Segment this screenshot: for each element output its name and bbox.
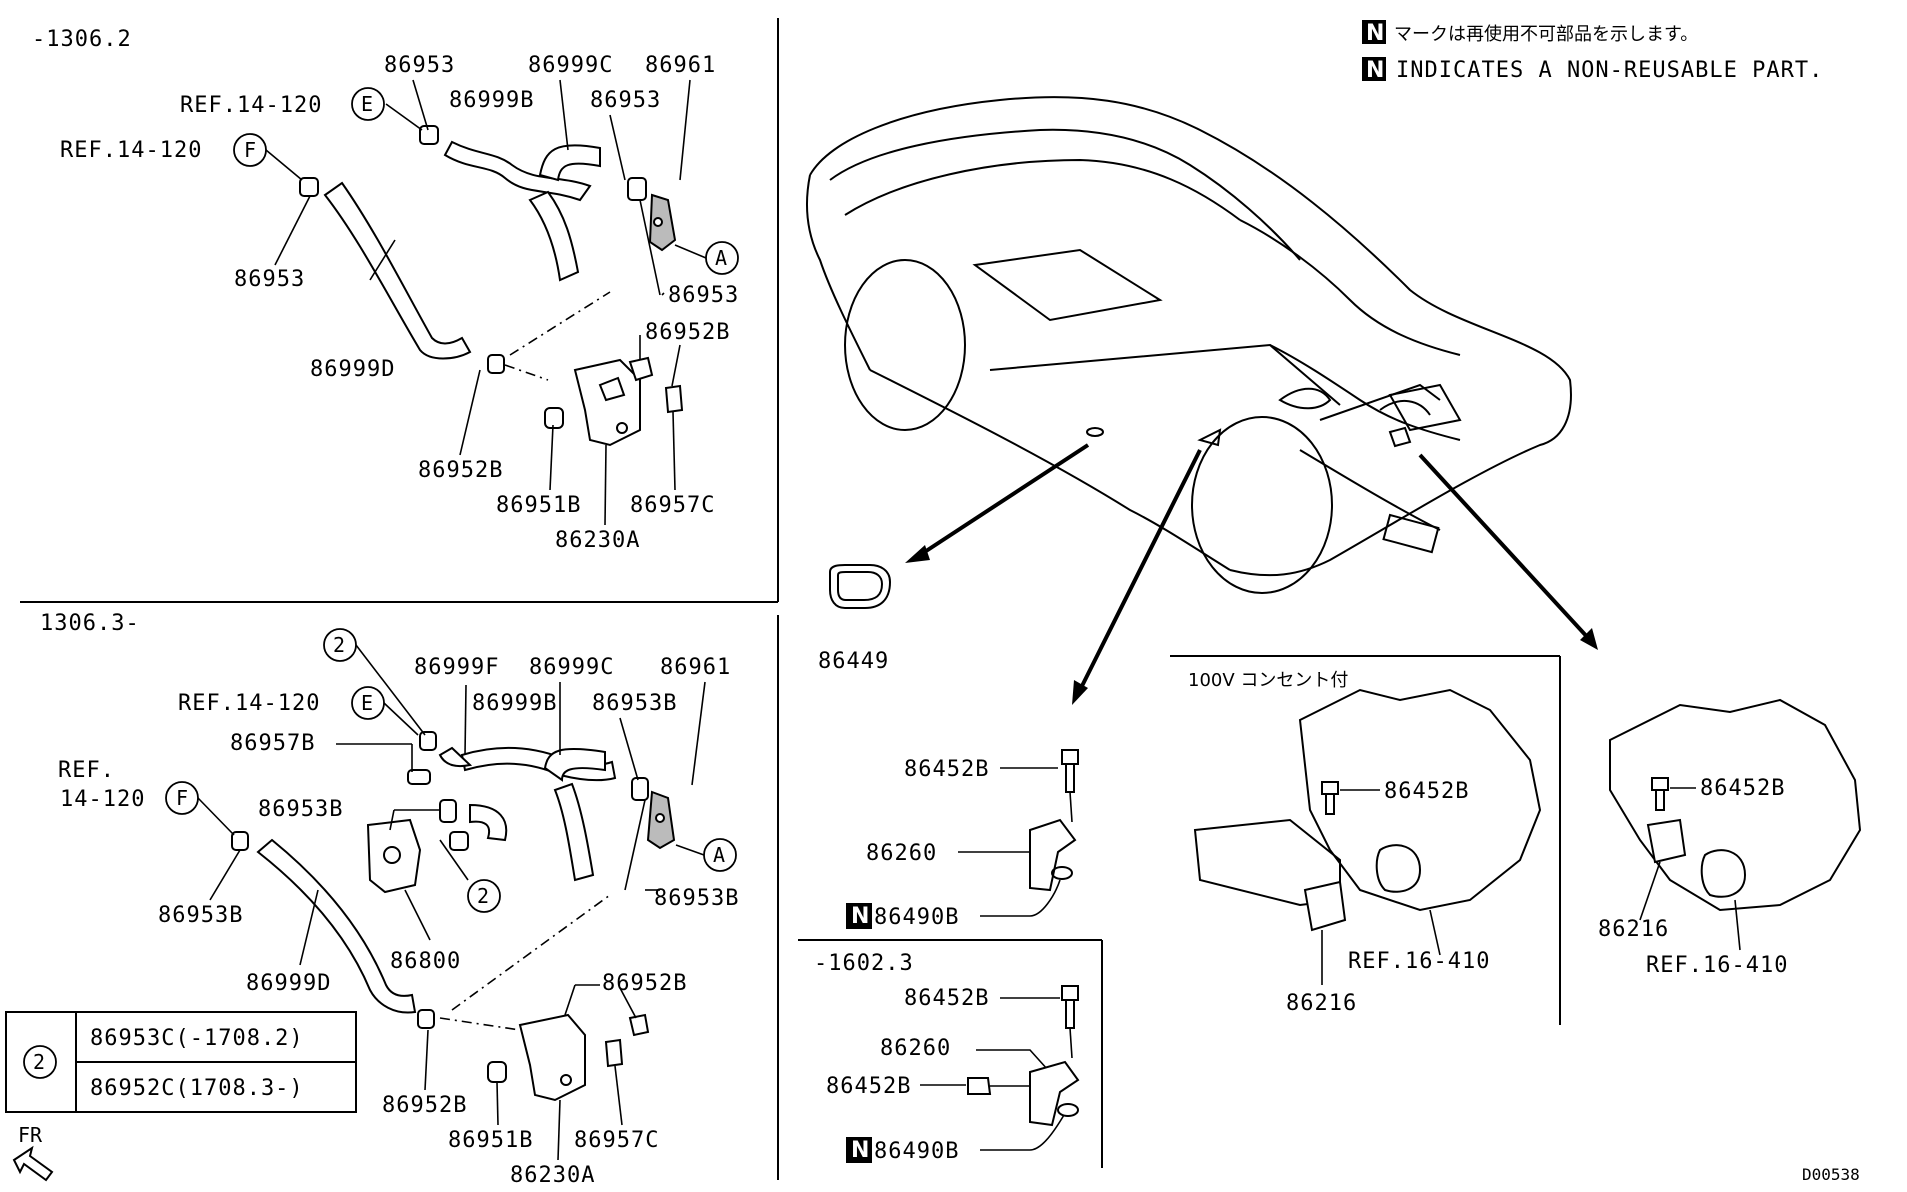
ref-label: REF.14-120	[60, 138, 202, 163]
outlet-panel-title: 100V コンセント付	[1188, 670, 1348, 691]
legend: N マークは再使用不可部品を示します。 N INDICATES A NON-RE…	[1362, 20, 1823, 83]
front-direction-indicator: FR	[12, 1123, 54, 1182]
label-86953: 86953	[234, 267, 305, 292]
mark-2: 2	[333, 633, 345, 657]
bracket-panel-1: 86452B 86260 N 86490B	[846, 749, 1079, 930]
bracket-panel-2: -1602.3 86452B 86260 86452B N 86490B	[814, 951, 1080, 1164]
table-mark: 2	[33, 1050, 45, 1074]
table-row: 86953C(-1708.2)	[90, 1026, 304, 1051]
label-86230a: 86230A	[555, 528, 640, 553]
range-label: -1602.3	[814, 951, 914, 976]
label-86260: 86260	[866, 841, 937, 866]
label-86999d: 86999D	[246, 971, 331, 996]
label-86951b: 86951B	[496, 493, 581, 518]
mark-e: E	[361, 691, 373, 715]
right-bracket-panel: 86452B 86216 REF.16-410	[1598, 698, 1862, 978]
label-86999d: 86999D	[310, 357, 395, 382]
label-86490b: 86490B	[874, 905, 959, 930]
n-mark-icon	[1362, 20, 1386, 44]
label-86800: 86800	[390, 949, 461, 974]
n-mark: N	[851, 1138, 869, 1163]
callout-arrows	[905, 443, 1598, 705]
leader-lines	[197, 644, 706, 1161]
label-86490b: 86490B	[874, 1139, 959, 1164]
label-86230a: 86230A	[510, 1163, 595, 1187]
label-86953b: 86953B	[592, 691, 677, 716]
ref-label: REF.	[58, 758, 115, 783]
mark-e: E	[361, 92, 373, 116]
label-86957b: 86957B	[230, 731, 315, 756]
label-86216: 86216	[1598, 917, 1669, 942]
mark-f: F	[176, 786, 188, 810]
label-86216: 86216	[1286, 991, 1357, 1016]
ref-label: 14-120	[60, 787, 145, 812]
label-86953b: 86953B	[258, 797, 343, 822]
label-86952b: 86952B	[382, 1093, 467, 1118]
n-mark: N	[851, 904, 869, 929]
ref-label: REF.14-120	[180, 93, 322, 118]
legend-jp: マークは再使用不可部品を示します。	[1394, 24, 1698, 45]
label-86952b: 86952B	[418, 458, 503, 483]
label-86953: 86953	[668, 283, 739, 308]
range-label: 1306.3-	[40, 611, 140, 636]
label-86999f: 86999F	[414, 655, 499, 680]
label-86953: 86953	[384, 53, 455, 78]
panel-borders	[20, 18, 1561, 1180]
label-86953b: 86953B	[158, 903, 243, 928]
label-86452b: 86452B	[904, 986, 989, 1011]
label-86952b: 86952B	[602, 971, 687, 996]
label-86957c: 86957C	[574, 1128, 659, 1153]
label-86999b: 86999B	[472, 691, 557, 716]
mark-2: 2	[477, 884, 489, 908]
mark-a: A	[713, 843, 725, 867]
front-arrow-icon	[12, 1145, 54, 1182]
ref-label: REF.16-410	[1646, 953, 1788, 978]
panel-top-left: -1306.2 86953 86999C 86961 REF.14-120 E …	[32, 27, 739, 553]
table-row: 86952C(1708.3-)	[90, 1076, 304, 1101]
label-86957c: 86957C	[630, 493, 715, 518]
label-86951b: 86951B	[448, 1128, 533, 1153]
label-86449: 86449	[818, 649, 889, 674]
label-86953: 86953	[590, 88, 661, 113]
n-mark: N	[1366, 58, 1384, 83]
mark-a: A	[715, 246, 727, 270]
panel-bottom-left: 1306.3- 2 86999F 86999C 86961 REF.14-120…	[5, 611, 739, 1188]
legend-en: INDICATES A NON-REUSABLE PART.	[1396, 58, 1823, 83]
leader-lines	[265, 79, 707, 526]
n-mark: N	[1366, 21, 1384, 46]
label-86961: 86961	[645, 53, 716, 78]
label-86452b: 86452B	[1700, 776, 1785, 801]
diagram-id: D00538	[1802, 1165, 1860, 1184]
n-mark-icon	[1362, 57, 1386, 81]
label-86999c: 86999C	[528, 53, 613, 78]
ref-label: REF.16-410	[1348, 949, 1490, 974]
range-label: -1306.2	[32, 27, 132, 52]
label-86999b: 86999B	[449, 88, 534, 113]
outlet-panel: 100V コンセント付 86452B REF.16-410 86216	[1188, 670, 1542, 1016]
label-86452b: 86452B	[826, 1074, 911, 1099]
grommet: 86449	[818, 564, 892, 674]
mark-f: F	[244, 138, 256, 162]
label-86999c: 86999C	[529, 655, 614, 680]
ref-label: REF.14-120	[178, 691, 320, 716]
label-86953b: 86953B	[654, 886, 739, 911]
hose-assembly	[231, 731, 676, 1102]
variant-table: 2 86953C(-1708.2) 86952C(1708.3-)	[5, 1011, 357, 1113]
vehicle-illustration	[806, 96, 1572, 594]
mark-e-icon	[351, 87, 385, 121]
label-86452b: 86452B	[1384, 779, 1469, 804]
label-86452b: 86452B	[904, 757, 989, 782]
label-86961: 86961	[660, 655, 731, 680]
fr-label: FR	[18, 1123, 43, 1147]
label-86260: 86260	[880, 1036, 951, 1061]
mark-2-icon	[467, 879, 501, 913]
hose-assembly	[299, 125, 684, 447]
mark-2-icon	[23, 1045, 57, 1079]
label-86952b: 86952B	[645, 320, 730, 345]
